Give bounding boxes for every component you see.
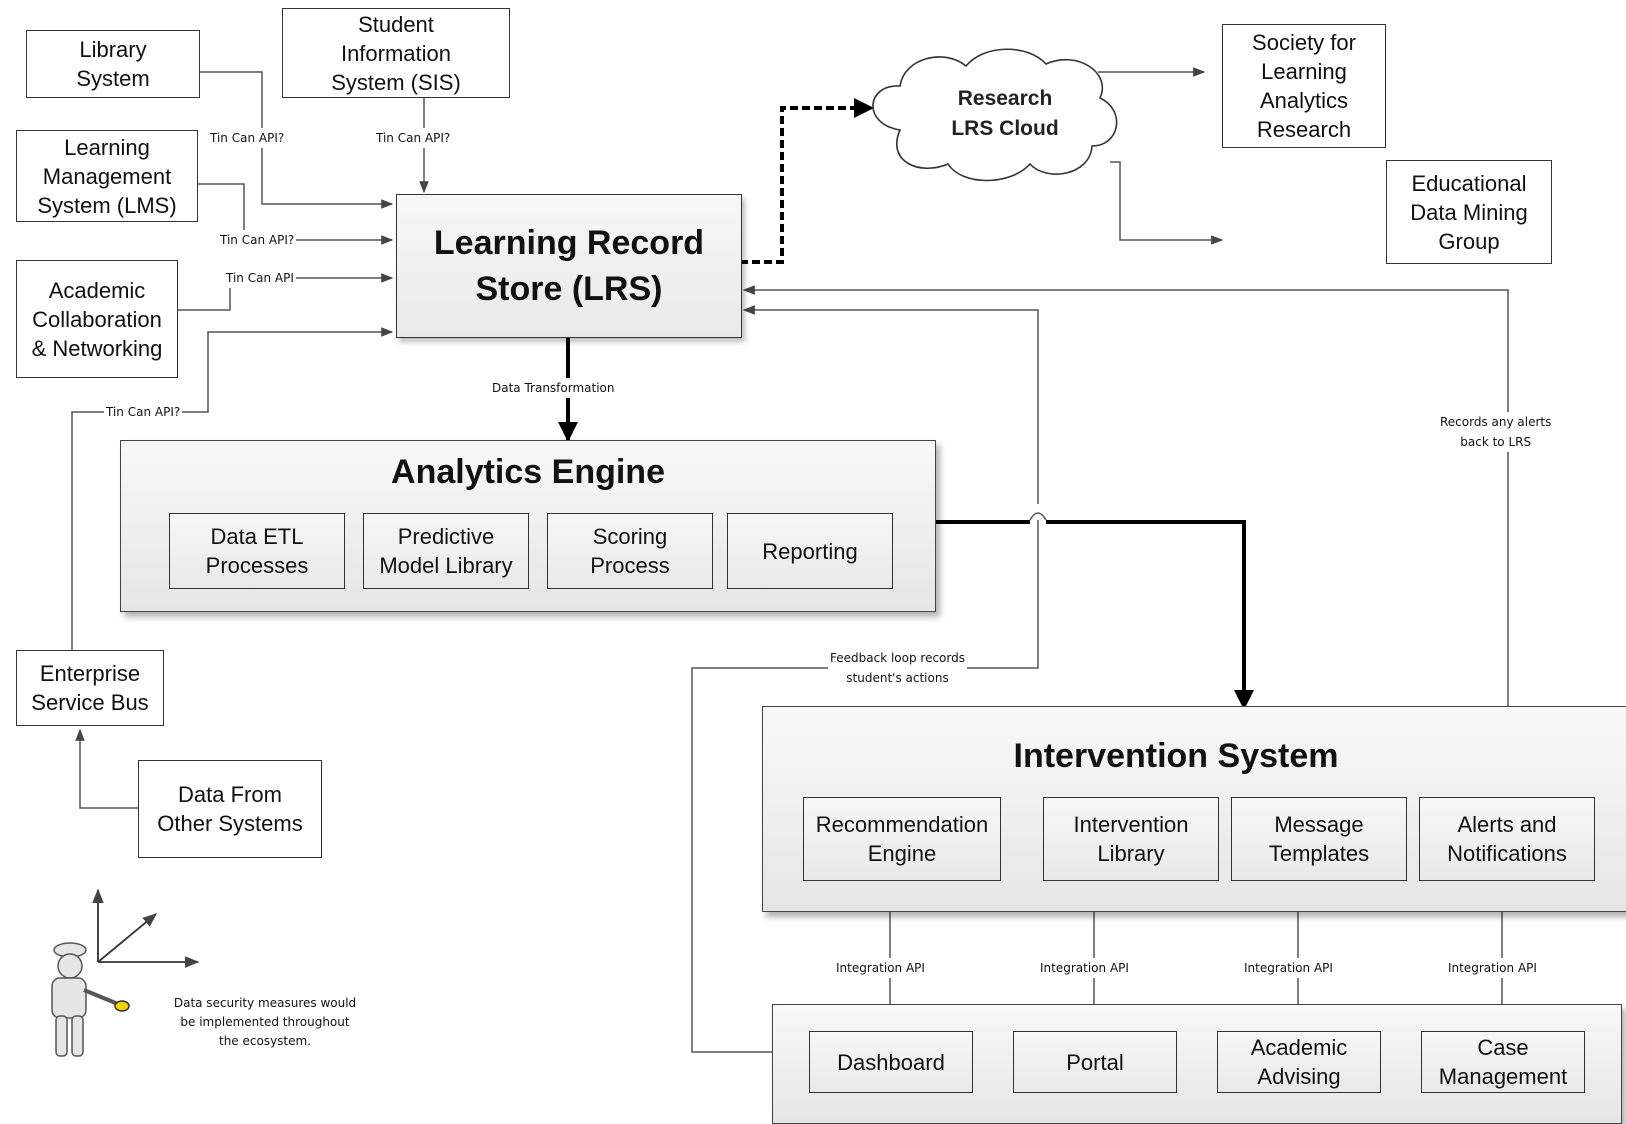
output-academic-advising: Academic Advising bbox=[1217, 1031, 1381, 1093]
output-case-management: Case Management bbox=[1421, 1031, 1585, 1093]
lrs-cloud-connector bbox=[740, 98, 874, 264]
intervention-item-recommendation: Recommendation Engine bbox=[803, 797, 1001, 881]
integration-api-label-1: Integration API bbox=[834, 958, 927, 978]
security-note: Data security measures would be implemen… bbox=[150, 994, 380, 1051]
tin-can-label-sis: Tin Can API? bbox=[374, 128, 453, 148]
analytics-engine-panel: Analytics Engine Data ETL Processes Pred… bbox=[120, 440, 936, 612]
intervention-system-title: Intervention System bbox=[1013, 737, 1339, 775]
analytics-item-scoring: Scoring Process bbox=[547, 513, 713, 589]
intervention-item-alerts: Alerts and Notifications bbox=[1419, 797, 1595, 881]
research-lrs-cloud-label: Research LRS Cloud bbox=[951, 87, 1059, 140]
learning-record-store-box: Learning Record Store (LRS) bbox=[396, 194, 742, 338]
output-dashboard: Dashboard bbox=[809, 1031, 973, 1093]
data-transformation-label: Data Transformation bbox=[490, 378, 617, 398]
sis-box: Student Information System (SIS) bbox=[282, 8, 510, 98]
security-axes-icon bbox=[92, 888, 200, 968]
analytics-engine-title: Analytics Engine bbox=[391, 453, 665, 491]
acn-connector bbox=[178, 273, 394, 311]
integration-api-label-2: Integration API bbox=[1038, 958, 1131, 978]
tin-can-label-esb: Tin Can API? bbox=[104, 402, 183, 422]
cloud-edm-connector bbox=[1110, 161, 1224, 245]
other-systems-box: Data From Other Systems bbox=[138, 760, 322, 858]
esb-connector bbox=[71, 327, 394, 650]
tin-can-label-lms: Tin Can API? bbox=[218, 230, 297, 250]
security-guard-icon bbox=[51, 942, 130, 1057]
library-system-box: Library System bbox=[26, 30, 200, 98]
analytics-item-etl: Data ETL Processes bbox=[169, 513, 345, 589]
intervention-item-templates: Message Templates bbox=[1231, 797, 1407, 881]
analytics-item-reporting: Reporting bbox=[727, 513, 893, 589]
alerts-connector bbox=[742, 285, 1509, 796]
enterprise-service-bus-box: Enterprise Service Bus bbox=[16, 650, 164, 726]
tin-can-label-acn: Tin Can API bbox=[224, 268, 296, 288]
lms-connector bbox=[198, 183, 394, 245]
delivery-channels-panel: Dashboard Portal Academic Advising Case … bbox=[772, 1004, 1622, 1124]
analytics-item-predictive: Predictive Model Library bbox=[363, 513, 529, 589]
output-portal: Portal bbox=[1013, 1031, 1177, 1093]
intervention-item-library: Intervention Library bbox=[1043, 797, 1219, 881]
solar-box: Society for Learning Analytics Research bbox=[1222, 24, 1386, 148]
alerts-back-label: Records any alerts back to LRS bbox=[1438, 412, 1554, 452]
feedback-hop bbox=[1029, 512, 1047, 521]
academic-collaboration-box: Academic Collaboration & Networking bbox=[16, 260, 178, 378]
tin-can-label-library: Tin Can API? bbox=[208, 128, 287, 148]
feedback-loop-label: Feedback loop records student's actions bbox=[828, 648, 967, 688]
edm-box: Educational Data Mining Group bbox=[1386, 160, 1552, 264]
intervention-system-panel: Intervention System Recommendation Engin… bbox=[762, 706, 1626, 912]
feedback-connector bbox=[691, 310, 1039, 1053]
cloud-shape bbox=[872, 48, 1118, 182]
other-connector bbox=[75, 728, 138, 809]
integration-api-label-4: Integration API bbox=[1446, 958, 1539, 978]
analytics-intervention-connector bbox=[936, 520, 1244, 708]
integration-api-label-3: Integration API bbox=[1242, 958, 1335, 978]
lms-box: Learning Management System (LMS) bbox=[16, 130, 198, 222]
